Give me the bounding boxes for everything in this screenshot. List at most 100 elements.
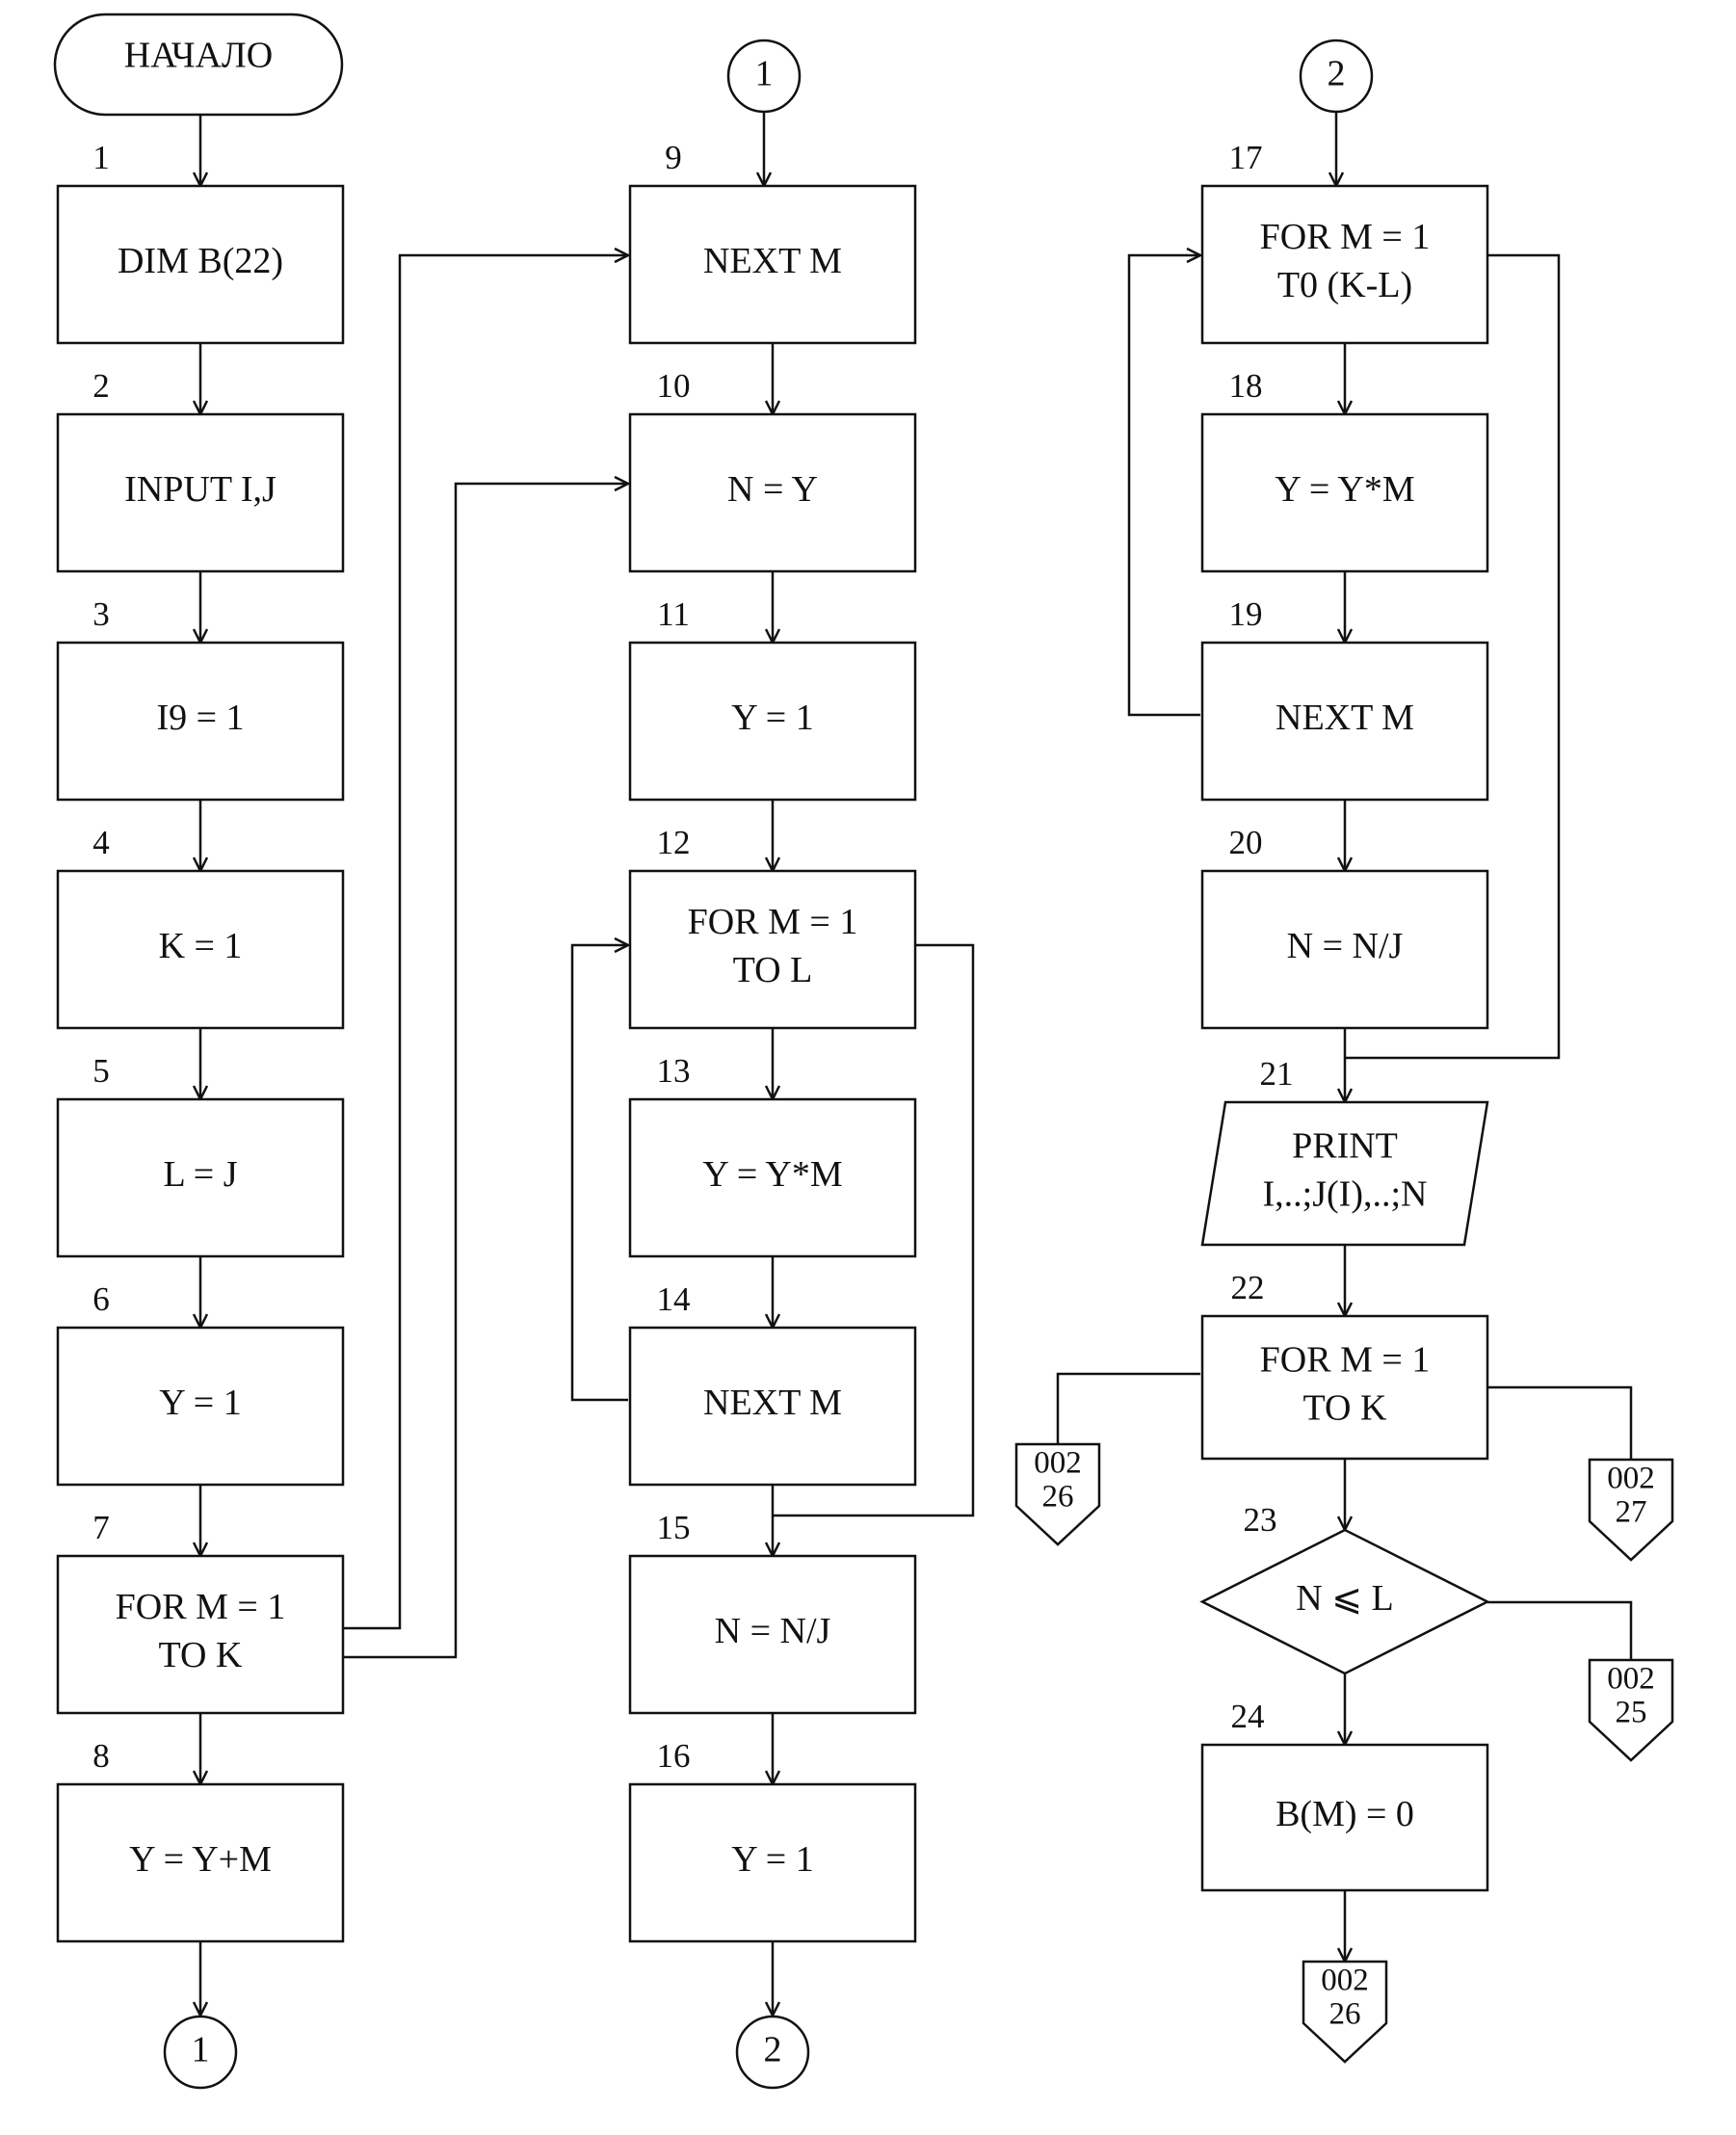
block-label: TO K (159, 1635, 243, 1675)
block-label: NEXT M (1276, 698, 1414, 738)
process-box (56, 1097, 345, 1258)
offpage-shape (1014, 1442, 1101, 1546)
block-number: 13 (657, 1052, 691, 1090)
start-label: НАЧАЛО (124, 36, 273, 76)
connector-2-bottom: 2 (735, 2015, 810, 2090)
block-number: 19 (1229, 595, 1263, 633)
block-label: DIM B(22) (118, 241, 283, 281)
block-label: INPUT I,J (124, 469, 276, 510)
process-box (628, 1326, 917, 1487)
edge-12-exit (773, 943, 975, 1517)
block-number: 20 (1229, 824, 1263, 861)
block-number: 1 (92, 139, 110, 176)
block-label: B(M) = 0 (1276, 1794, 1414, 1834)
process-box (56, 1326, 345, 1487)
block-15: 15N = N/J (628, 1509, 917, 1715)
offpage-line2: 25 (1616, 1696, 1647, 1730)
block-24: 24B(M) = 0 (1200, 1698, 1489, 1892)
block-number: 4 (92, 824, 110, 861)
block-number: 24 (1231, 1698, 1265, 1735)
process-box (628, 184, 917, 345)
process-box (56, 412, 345, 573)
process-box (1200, 184, 1489, 345)
connector-label: 1 (755, 54, 774, 94)
block-number: 18 (1229, 367, 1263, 405)
block-number: 8 (92, 1737, 110, 1775)
block-label: Y = Y*M (1275, 469, 1414, 510)
block-11: 11Y = 1 (628, 595, 917, 802)
block-label: N = Y (727, 469, 818, 510)
block-label: PRINT (1292, 1126, 1398, 1167)
block-label: FOR M = 1 (1260, 217, 1431, 257)
block-18: 18 Y = Y*M (1200, 367, 1489, 573)
process-box (1200, 1314, 1489, 1461)
block-label: Y = 1 (731, 1839, 813, 1880)
connector-label: 1 (192, 2030, 210, 2070)
block-5: 5 L = J (56, 1052, 345, 1258)
block-label: FOR M = 1 (688, 902, 858, 942)
block-label: NEXT M (703, 1383, 842, 1423)
decision-diamond (1199, 1528, 1490, 1675)
block-6: 6Y = 1 (56, 1280, 345, 1487)
offpage-shape (1588, 1458, 1674, 1562)
process-box (628, 1554, 917, 1715)
edge-23-right (1487, 1600, 1633, 1660)
block-label: Y = 1 (731, 698, 813, 738)
start-terminator: НАЧАЛО (53, 13, 344, 117)
process-box (1200, 412, 1489, 573)
block-number: 10 (657, 367, 691, 405)
block-4: 4 K = 1 (56, 824, 345, 1030)
block-label: N = N/J (1287, 926, 1404, 966)
block-number: 12 (657, 824, 691, 861)
offpage-line2: 26 (1329, 1997, 1361, 2032)
connector-label: 2 (764, 2030, 782, 2070)
process-box (56, 641, 345, 802)
output-parallelogram (1200, 1100, 1489, 1247)
offpage-line1: 002 (1321, 1964, 1369, 1998)
edge-7-10 (342, 484, 628, 1659)
process-box (628, 1097, 917, 1258)
connector-2-top: 2 (1299, 39, 1374, 114)
edge-17-exit (1345, 253, 1561, 1060)
process-box (628, 412, 917, 573)
edge-14-12-loop (570, 945, 628, 1402)
block-label: I,..;J(I),..;N (1263, 1174, 1428, 1215)
block-13: 13Y = Y*M (628, 1052, 917, 1258)
block-number: 16 (657, 1737, 691, 1775)
block-label: L = J (163, 1154, 237, 1195)
process-box (1200, 1743, 1489, 1892)
block-label: TO L (733, 950, 813, 990)
connector-1-bottom: 1 (163, 2015, 238, 2090)
process-box (56, 869, 345, 1030)
block-23: 23N ⩽ L (1199, 1501, 1490, 1675)
block-16: 16 Y = 1 (628, 1737, 917, 1943)
block-number: 15 (657, 1509, 691, 1546)
block-label: Y = Y+M (129, 1839, 272, 1880)
block-label: FOR M = 1 (116, 1587, 286, 1627)
block-number: 9 (665, 139, 682, 176)
block-number: 5 (92, 1052, 110, 1090)
block-number: 7 (92, 1509, 110, 1546)
block-label: K = 1 (159, 926, 243, 966)
process-box (628, 1782, 917, 1943)
block-label: NEXT M (703, 241, 842, 281)
offpage-line2: 27 (1616, 1495, 1647, 1530)
process-box (56, 1782, 345, 1943)
edge-22-left (1056, 1372, 1200, 1444)
block-10: 10 N = Y (628, 367, 917, 573)
block-number: 14 (657, 1280, 691, 1318)
process-box (1200, 869, 1489, 1030)
block-number: 2 (92, 367, 110, 405)
flow-lines (200, 112, 1633, 2016)
